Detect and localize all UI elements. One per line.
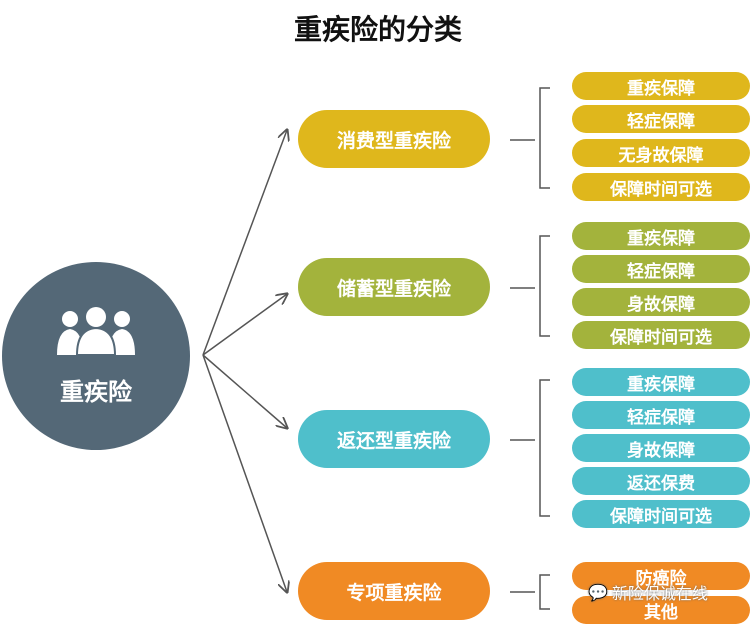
hub-label: 重疾险	[60, 378, 132, 406]
feature-item: 轻症保障	[572, 401, 750, 429]
feature-item: 身故保障	[572, 288, 750, 316]
feature-item: 身故保障	[572, 434, 750, 462]
category-return: 返还型重疾险	[298, 410, 490, 468]
category-savings: 储蓄型重疾险	[298, 258, 490, 316]
feature-item: 防癌险	[572, 562, 750, 590]
feature-item: 保障时间可选	[572, 173, 750, 201]
diagram-title: 重疾险的分类	[293, 13, 462, 46]
feature-item: 其他	[572, 596, 750, 624]
brace-return	[510, 379, 550, 517]
category-consumer: 消费型重疾险	[298, 110, 490, 168]
hub-circle: 重疾险	[2, 262, 190, 450]
wechat-icon: 💬	[588, 582, 608, 602]
feature-item: 保障时间可选	[572, 500, 750, 528]
arrow-return	[202, 354, 287, 428]
category-special: 专项重疾险	[298, 562, 490, 620]
arrow-special	[202, 354, 287, 592]
arrow-consumer	[202, 130, 287, 356]
feature-item: 保障时间可选	[572, 321, 750, 349]
feature-item: 返还保费	[572, 467, 750, 495]
watermark-text: 新险保诚在线	[611, 584, 708, 603]
brace-savings	[510, 235, 550, 337]
feature-item: 重疾保障	[572, 368, 750, 396]
arrow-savings	[202, 294, 287, 356]
people-group-icon	[57, 307, 135, 356]
feature-item: 无身故保障	[572, 139, 750, 167]
brace-consumer	[510, 87, 550, 189]
feature-item: 重疾保障	[572, 72, 750, 100]
feature-item: 轻症保障	[572, 105, 750, 133]
feature-item: 轻症保障	[572, 255, 750, 283]
watermark: 💬 新险保诚在线	[588, 580, 708, 604]
feature-item: 重疾保障	[572, 222, 750, 250]
brace-special	[510, 574, 550, 610]
